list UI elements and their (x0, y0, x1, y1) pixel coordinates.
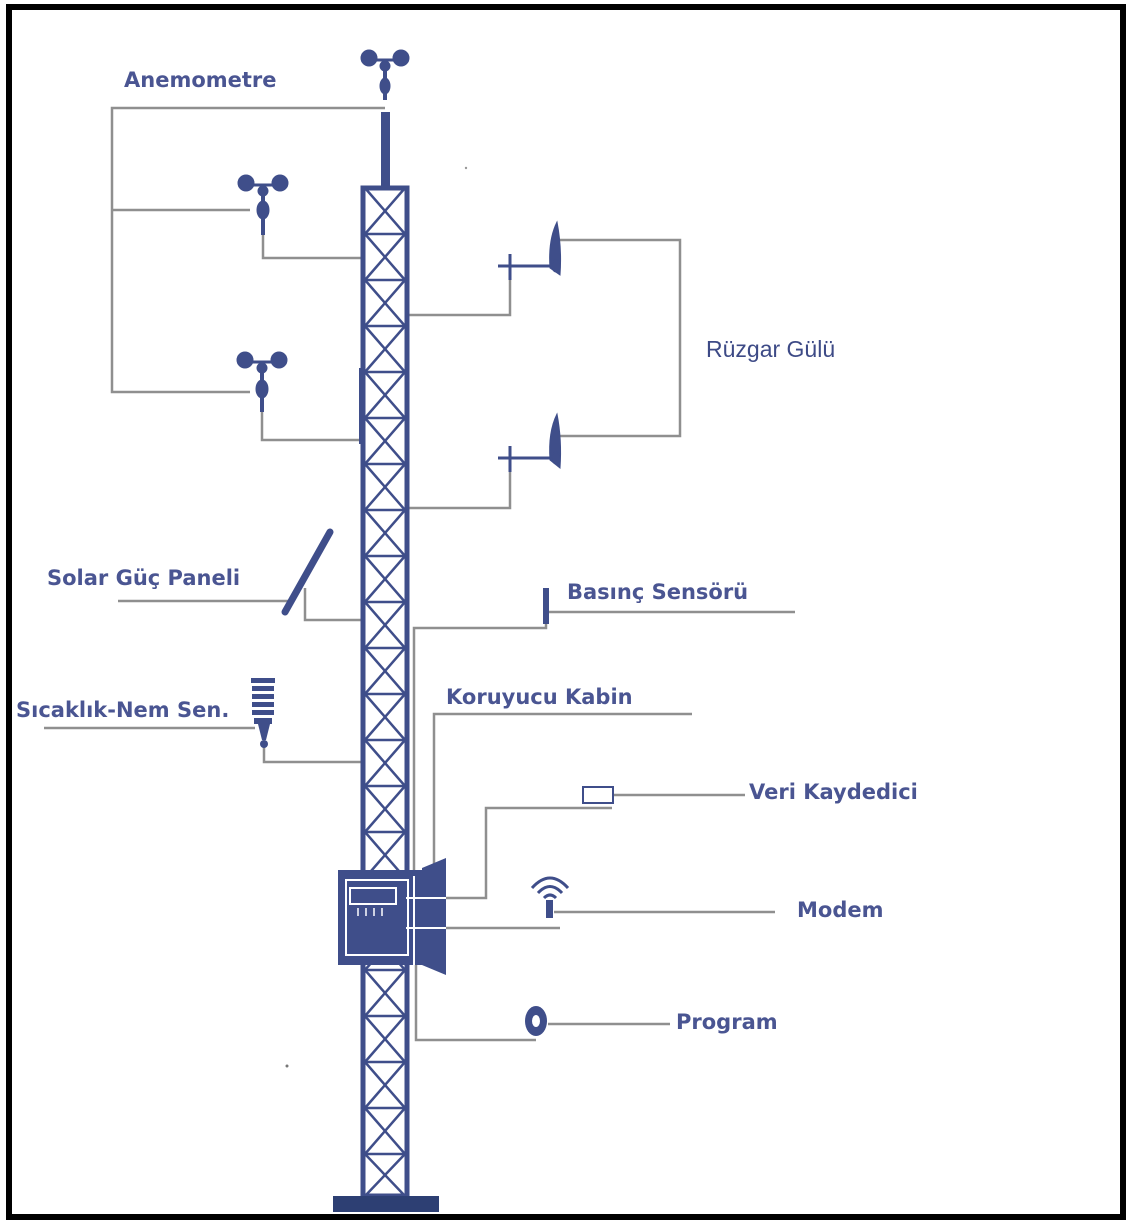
tower-brace (364, 969, 406, 1017)
anemometer-leader-line (110, 106, 385, 394)
label-koruyucu-kabin: Koruyucu Kabin (446, 685, 633, 709)
label-sicaklik-nem: Sıcaklık-Nem Sen. (16, 698, 230, 722)
wind-vane-mount-line-1 (408, 258, 512, 317)
stray-dot (464, 166, 468, 170)
tower-brace (364, 187, 406, 235)
wind-vane-icon (498, 412, 562, 472)
tower-brace (364, 233, 406, 281)
tower-brace (364, 739, 406, 787)
anemometer-mount-line-1 (261, 232, 362, 260)
tower-side-bracket (359, 368, 365, 444)
tower-brace (364, 693, 406, 741)
lattice-tower (360, 185, 410, 1199)
label-basinc-sensoru: Basınç Sensörü (567, 580, 749, 604)
label-ruzgar-gulu: Rüzgar Gülü (706, 336, 836, 362)
label-modem: Modem (797, 898, 884, 922)
tower-brace (364, 647, 406, 695)
anemometer-icon (237, 174, 289, 235)
anemometer-icon (360, 49, 410, 100)
tower-top-mast (381, 112, 390, 188)
solar-mount-line (303, 588, 362, 622)
wind-vane-icon (498, 220, 562, 280)
tower-brace (364, 601, 406, 649)
program-disc-icon (525, 1006, 547, 1036)
tower-brace (364, 1015, 406, 1063)
pressure-sensor-icon (543, 588, 549, 624)
pressure-leader-line (412, 610, 795, 870)
wind-vane-mount-line-2 (408, 450, 512, 510)
cabinet-icon (338, 858, 446, 975)
tower-brace (364, 785, 406, 833)
label-veri-kaydedici: Veri Kaydedici (749, 780, 918, 804)
tower-base (333, 1196, 439, 1212)
anemometer-mount-line-2 (260, 412, 362, 442)
data-logger-icon (582, 786, 614, 804)
modem-wifi-icon (530, 876, 570, 918)
label-anemometre: Anemometre (124, 68, 277, 92)
anemometer-icon (236, 351, 288, 412)
tower-brace (364, 371, 406, 419)
cabinet-leader-line (432, 712, 692, 870)
data-logger-leader-line (420, 806, 612, 900)
temp-humidity-mount-line (262, 745, 362, 764)
solar-panel-icon (281, 528, 334, 616)
tower-brace (364, 555, 406, 603)
tower-brace (364, 417, 406, 465)
tower-brace (364, 509, 406, 557)
tower-brace (364, 463, 406, 511)
tower-brace (364, 325, 406, 373)
program-leader-line (414, 960, 536, 1042)
label-solar-guc-paneli: Solar Güç Paneli (47, 566, 241, 590)
tower-brace (364, 279, 406, 327)
stray-dot (285, 1064, 289, 1068)
tower-brace (364, 1107, 406, 1155)
wind-vane-leader-line (560, 238, 682, 438)
tower-brace (364, 1153, 406, 1197)
tower-brace (364, 1061, 406, 1109)
label-program: Program (676, 1010, 778, 1034)
temp-humidity-sensor-icon (251, 678, 275, 748)
